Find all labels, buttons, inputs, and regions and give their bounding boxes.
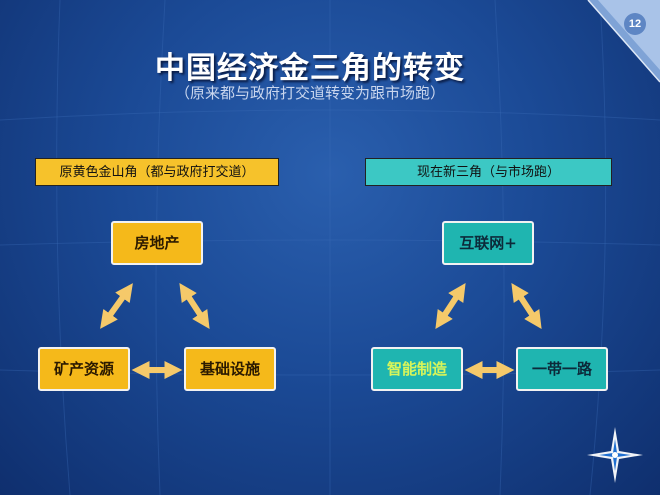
node-belt-and-road: 一带一路 — [516, 347, 608, 391]
node-infrastructure: 基础设施 — [184, 347, 276, 391]
slide-title: 中国经济金三角的转变 — [155, 51, 465, 86]
right-caption: 现在新三角（与市场跑） — [365, 158, 612, 186]
arrow-right-top-to-bottom-right — [511, 282, 542, 330]
sparkle-star-icon — [587, 427, 643, 483]
slide-subtitle: （原来都与政府打交道转变为跟市场跑） — [174, 84, 445, 102]
node-internet-plus: 互联网+ — [442, 221, 534, 265]
page-number-badge: 12 — [624, 13, 646, 35]
arrow-right-top-to-bottom-left — [435, 282, 466, 330]
node-real-estate: 房地产 — [111, 221, 203, 265]
left-caption: 原黄色金山角（都与政府打交道） — [35, 158, 279, 186]
arrow-left-top-to-bottom-left — [100, 283, 133, 329]
node-mineral-resources: 矿产资源 — [38, 347, 130, 391]
arrow-left-top-to-bottom-right — [179, 282, 210, 330]
node-smart-manufacturing: 智能制造 — [371, 347, 463, 391]
